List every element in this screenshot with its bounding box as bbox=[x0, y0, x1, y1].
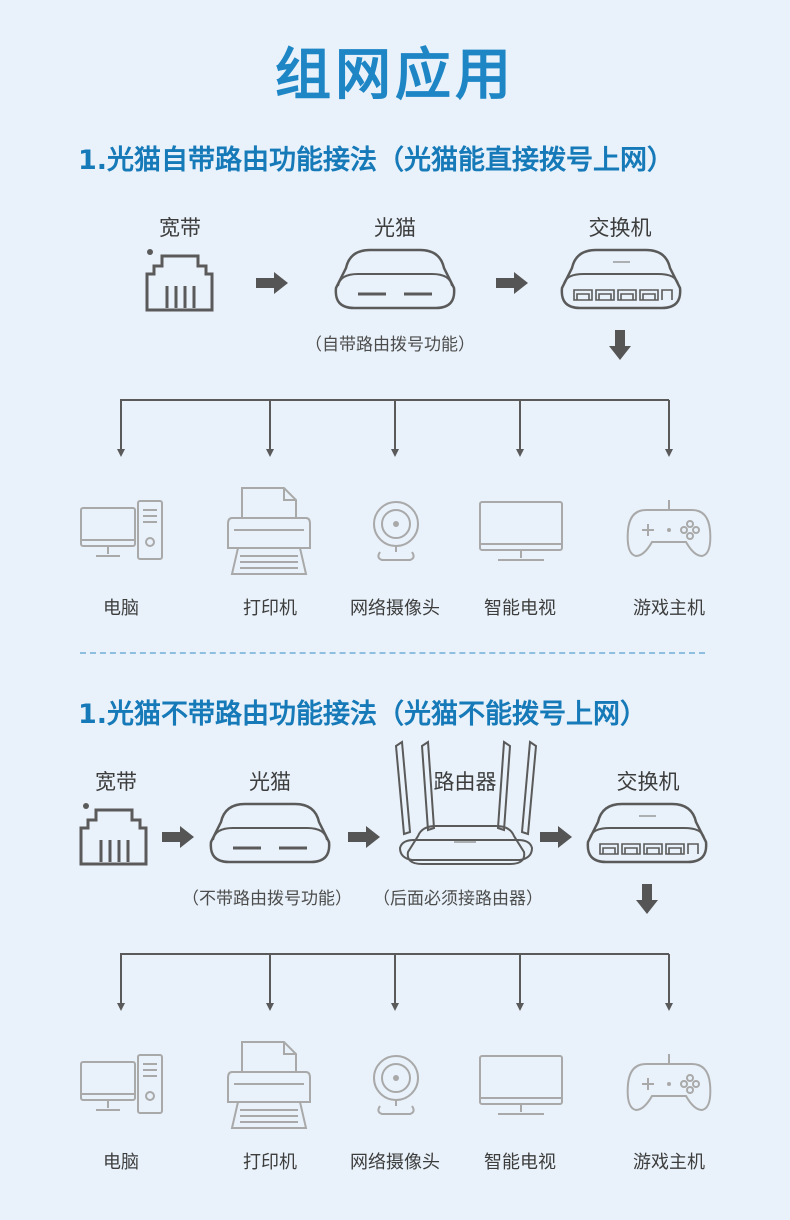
arrow-down-icon bbox=[609, 330, 631, 360]
gamepad-icon bbox=[626, 500, 712, 558]
section1-device-webcam: 网络摄像头 bbox=[350, 598, 440, 619]
printer-icon bbox=[227, 487, 311, 575]
section2-modem-note: （不带路由拨号功能） bbox=[182, 889, 352, 909]
section2-device-tv: 智能电视 bbox=[484, 1152, 556, 1173]
section1-switch-label: 交换机 bbox=[588, 216, 652, 240]
section2-device-webcam: 网络摄像头 bbox=[350, 1152, 440, 1173]
computer-icon bbox=[80, 1054, 163, 1114]
tv-icon bbox=[479, 501, 563, 561]
section2-router-label: 路由器 bbox=[433, 770, 497, 794]
section2-router-note: （后面必须接路由器） bbox=[373, 889, 543, 909]
arrow-down-icon bbox=[636, 884, 658, 914]
section1-modem-label: 光猫 bbox=[374, 216, 416, 240]
webcam-icon bbox=[373, 1055, 419, 1115]
section1-device-printer: 打印机 bbox=[243, 598, 297, 619]
arrow-right-icon bbox=[540, 826, 572, 848]
section2-heading: 1.光猫不带路由功能接法（光猫不能拨号上网） bbox=[78, 699, 648, 730]
webcam-icon bbox=[373, 501, 419, 561]
ethernet-port-icon bbox=[79, 803, 148, 866]
section1-device-tv: 智能电视 bbox=[484, 598, 556, 619]
arrow-right-icon bbox=[162, 826, 194, 848]
switch-icon bbox=[560, 248, 682, 310]
page-title: 组网应用 bbox=[275, 43, 515, 108]
router-icon bbox=[394, 740, 538, 865]
computer-icon bbox=[80, 500, 163, 560]
printer-icon bbox=[227, 1041, 311, 1129]
section1-broadband-label: 宽带 bbox=[159, 216, 201, 240]
switch-icon bbox=[586, 802, 708, 864]
section2-device-computer: 电脑 bbox=[103, 1152, 139, 1173]
gamepad-icon bbox=[626, 1054, 712, 1112]
ethernet-port-icon bbox=[145, 249, 214, 312]
section2-broadband-label: 宽带 bbox=[95, 770, 137, 794]
arrow-right-icon bbox=[496, 272, 528, 294]
modem-icon bbox=[334, 248, 456, 310]
section1-heading: 1.光猫自带路由功能接法（光猫能直接拨号上网） bbox=[78, 145, 675, 176]
arrow-right-icon bbox=[256, 272, 288, 294]
section2-device-gamepad: 游戏主机 bbox=[633, 1152, 705, 1173]
section-divider bbox=[80, 652, 705, 654]
section1-device-computer: 电脑 bbox=[103, 598, 139, 619]
modem-icon bbox=[209, 802, 331, 864]
section2-modem-label: 光猫 bbox=[249, 770, 291, 794]
section2-switch-label: 交换机 bbox=[616, 770, 680, 794]
section1-modem-note: （自带路由拨号功能） bbox=[305, 335, 475, 355]
section1-device-gamepad: 游戏主机 bbox=[633, 598, 705, 619]
arrow-right-icon bbox=[348, 826, 380, 848]
section2-device-printer: 打印机 bbox=[243, 1152, 297, 1173]
tv-icon bbox=[479, 1055, 563, 1115]
